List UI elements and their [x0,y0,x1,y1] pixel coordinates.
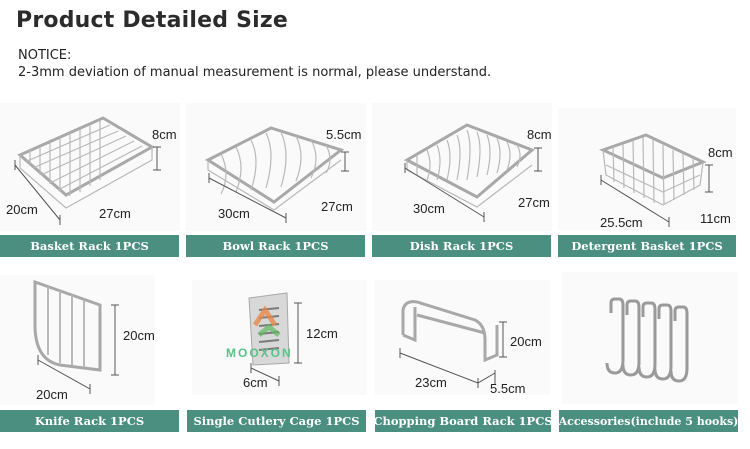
dim-height: 8cm [152,127,177,142]
product-label-dish-rack: Dish Rack 1PCS [372,235,551,257]
dim-width: 25.5cm [600,215,643,230]
watermark-logo: MOOXON [226,346,293,360]
knife-rack-illustration [33,279,119,394]
dim-height: 20cm [510,334,542,349]
dim-width: 30cm [218,206,250,221]
product-label-chopping-board-rack: Chopping Board Rack 1PCS [373,410,553,432]
product-image-chopping-board-rack [375,280,550,395]
dim-depth: 11cm [700,211,731,226]
basket-rack-illustration [14,116,161,225]
chopping-board-rack-illustration [399,300,507,388]
bowl-rack-illustration [204,126,349,223]
notice: NOTICE: 2-3mm deviation of manual measur… [18,47,491,81]
dim-width: 27cm [99,206,131,221]
detergent-basket-illustration [599,133,713,227]
dim-width: 23cm [415,375,447,390]
dim-height: 8cm [708,145,733,160]
product-label-detergent-basket: Detergent Basket 1PCS [558,235,736,257]
product-label-accessories: Accessories(include 5 hooks) [559,410,738,432]
dim-height: 12cm [306,326,338,341]
product-label-knife-rack: Knife Rack 1PCS [0,410,179,432]
product-image-bowl-rack [186,103,366,231]
page-title: Product Detailed Size [16,8,288,33]
hooks-illustration [605,297,689,383]
product-label-bowl-rack: Bowl Rack 1PCS [186,235,365,257]
dim-height: 8cm [527,127,552,142]
product-label-basket-rack: Basket Rack 1PCS [0,235,179,257]
dim-width: 6cm [243,375,268,390]
dim-depth: 27cm [518,195,550,210]
dim-depth: 27cm [321,199,353,214]
dim-width: 30cm [413,201,445,216]
dim-height: 5.5cm [326,127,362,142]
notice-label: NOTICE: [18,48,72,63]
dim-depth: 20cm [6,202,38,217]
product-label-cutlery-cage: Single Cutlery Cage 1PCS [187,410,366,432]
product-image-hooks [562,272,738,404]
dim-width: 20cm [36,387,68,402]
dim-height: 20cm [123,328,155,343]
cutlery-cage-illustration [248,292,302,386]
dish-rack-illustration [403,123,542,222]
product-image-dish-rack [372,103,552,231]
dim-depth: 5.5cm [490,381,526,396]
notice-text: 2-3mm deviation of manual measurement is… [18,65,492,80]
